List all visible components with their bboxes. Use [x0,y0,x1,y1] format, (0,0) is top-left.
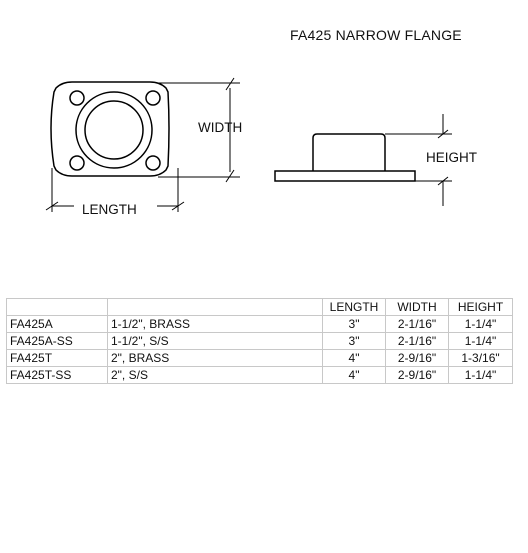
header-width: WIDTH [385,298,449,316]
height-label: HEIGHT [426,150,477,165]
part-number: FA425T [6,349,108,367]
flange-side-base [274,170,416,182]
bolt-hole-bottom-right [145,155,161,171]
header-cell [107,298,323,316]
spec-table: LENGTH WIDTH HEIGHT FA425A 1-1/2", BRASS… [6,298,513,384]
flange-inner-ring [84,100,144,160]
header-height: HEIGHT [448,298,513,316]
height-value: 1-1/4" [448,366,513,384]
flange-top-outline [50,81,170,177]
part-number: FA425A [6,315,108,333]
height-tick-top [437,129,449,139]
flange-outer-ring [75,91,153,169]
width-value: 2-9/16" [385,366,449,384]
length-value: 3" [322,315,386,333]
bolt-hole-bottom-left [69,155,85,171]
part-description: 1-1/2", S/S [107,332,323,350]
table-header-row: LENGTH WIDTH HEIGHT [6,298,513,316]
bolt-hole-top-right [145,90,161,106]
flange-side-neck [312,133,386,171]
header-cell [6,298,108,316]
length-tick-right [171,201,185,211]
length-label: LENGTH [82,202,137,217]
height-value: 1-3/16" [448,349,513,367]
header-length: LENGTH [322,298,386,316]
part-description: 1-1/2", BRASS [107,315,323,333]
table-row: FA425A 1-1/2", BRASS 3" 2-1/16" 1-1/4" [6,315,513,333]
bolt-hole-top-left [69,90,85,106]
length-value: 3" [322,332,386,350]
part-description: 2", BRASS [107,349,323,367]
table-row: FA425T 2", BRASS 4" 2-9/16" 1-3/16" [6,349,513,367]
part-number: FA425A-SS [6,332,108,350]
width-value: 2-1/16" [385,332,449,350]
length-tick-left [45,201,59,211]
height-value: 1-1/4" [448,315,513,333]
part-number: FA425T-SS [6,366,108,384]
table-row: FA425A-SS 1-1/2", S/S 3" 2-1/16" 1-1/4" [6,332,513,350]
flange-drawing: WIDTH LENGTH HEIGHT [45,77,477,217]
height-value: 1-1/4" [448,332,513,350]
width-tick-bottom [225,169,235,183]
width-value: 2-1/16" [385,315,449,333]
length-value: 4" [322,349,386,367]
height-tick-bottom [437,176,449,186]
length-value: 4" [322,366,386,384]
part-description: 2", S/S [107,366,323,384]
drawing-title: FA425 NARROW FLANGE [290,27,462,43]
width-label: WIDTH [198,120,242,135]
width-tick-top [225,77,235,91]
width-value: 2-9/16" [385,349,449,367]
table-row: FA425T-SS 2", S/S 4" 2-9/16" 1-1/4" [6,366,513,384]
